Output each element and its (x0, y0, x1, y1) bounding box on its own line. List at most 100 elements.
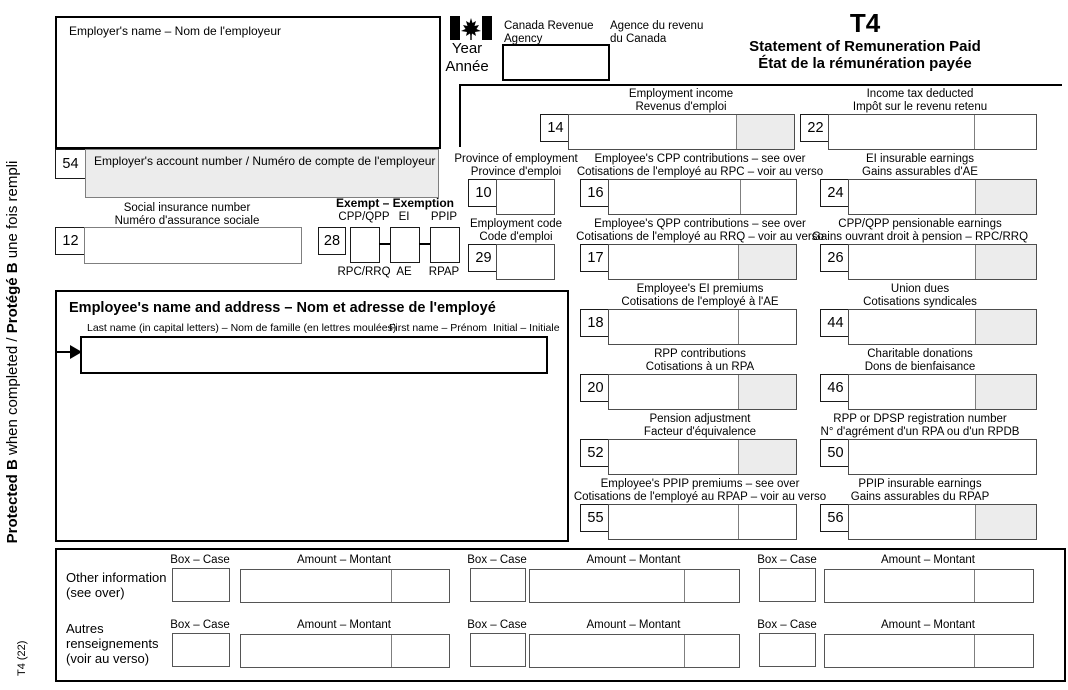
exempt-rpap-label: RPAP (428, 266, 460, 278)
box-16-number: 16 (580, 179, 611, 207)
amount-montant-label: Amount – Montant (881, 619, 975, 631)
other-amount-field-1-2[interactable] (529, 569, 740, 603)
box-24-amount-field[interactable] (848, 179, 1037, 215)
box-case-label: Box – Case (170, 554, 230, 566)
box-50-number: 50 (820, 439, 851, 467)
box-case-label: Box – Case (170, 619, 230, 631)
sin-field[interactable] (84, 227, 302, 264)
box-case-label: Box – Case (467, 619, 527, 631)
agency-name-en: Canada Revenue Agency (504, 20, 594, 45)
box-20-amount-field[interactable] (608, 374, 797, 410)
province-of-employment-field[interactable] (496, 179, 555, 215)
box-14-number: 14 (540, 114, 571, 142)
box-46-amount-field[interactable] (848, 374, 1037, 410)
other-amount-field-2-2[interactable] (529, 634, 740, 668)
other-box-field-2-1[interactable] (172, 633, 230, 667)
box-case-label: Box – Case (757, 619, 817, 631)
box-18-amount-field[interactable] (608, 309, 797, 345)
box-54-number: 54 (55, 149, 86, 179)
other-info-label-en: Other information (see over) (66, 570, 167, 600)
amount-montant-label: Amount – Montant (586, 554, 681, 566)
cents-area (975, 310, 1036, 344)
cents-divider (974, 115, 975, 149)
box-22-number: 22 (800, 114, 831, 142)
other-amount-field-1-3[interactable] (824, 569, 1034, 603)
box-44-amount-field[interactable] (848, 309, 1037, 345)
other-amount-field-1-1[interactable] (240, 569, 450, 603)
exempt-ae-label: AE (396, 266, 412, 278)
cents-divider (974, 635, 975, 667)
employee-name-field[interactable] (80, 336, 548, 374)
employer-name-box[interactable]: Employer's name – Nom de l'employeur (55, 16, 441, 149)
employment-code-field[interactable] (496, 244, 555, 280)
exempt-ei-label: EI (398, 211, 410, 223)
cents-divider (740, 180, 741, 214)
canada-flag-icon (450, 16, 492, 40)
amount-montant-label: Amount – Montant (881, 554, 975, 566)
other-box-field-1-2[interactable] (470, 568, 526, 602)
form-title-block: T4 Statement of Remuneration Paid État d… (715, 8, 1015, 72)
other-box-field-2-3[interactable] (759, 633, 816, 667)
box-22-amount-field[interactable] (828, 114, 1037, 150)
employee-name-arrow-icon (55, 351, 73, 353)
exempt-ei-checkbox[interactable] (390, 227, 420, 263)
other-amount-field-2-3[interactable] (824, 634, 1034, 668)
other-info-label-fr: Autres renseignements (voir au verso) (66, 621, 159, 666)
checkbox-connector (379, 243, 390, 245)
other-box-field-1-1[interactable] (172, 568, 230, 602)
cents-divider (391, 635, 392, 667)
first-name-label: First name – Prénom (389, 322, 488, 334)
employer-name-label: Employer's name – Nom de l'employeur (69, 24, 282, 38)
cents-divider (684, 635, 685, 667)
box-17-amount-field[interactable] (608, 244, 797, 280)
other-box-field-1-3[interactable] (759, 568, 816, 602)
box-55-amount-field[interactable] (608, 504, 797, 540)
exempt-ppip-checkbox[interactable] (430, 227, 460, 263)
cents-divider (974, 570, 975, 602)
box-18-number: 18 (580, 309, 611, 337)
employer-account-number-label: Employer's account number / Numéro de co… (94, 154, 436, 168)
box-14-amount-field[interactable] (568, 114, 795, 150)
cents-area (975, 375, 1036, 409)
box-case-label: Box – Case (757, 554, 817, 566)
box-16-amount-field[interactable] (608, 179, 797, 215)
amount-montant-label: Amount – Montant (297, 619, 391, 631)
cents-area (738, 440, 796, 474)
box-12-number: 12 (55, 227, 86, 255)
protected-b-notice: Protected B when completed / Protégé B u… (4, 160, 21, 544)
employee-address-box[interactable]: Employee's name and address – Nom et adr… (55, 290, 569, 542)
other-box-field-2-2[interactable] (470, 633, 526, 667)
employer-account-number-field[interactable]: Employer's account number / Numéro de co… (85, 149, 439, 198)
box-50-registration-field[interactable] (848, 439, 1037, 475)
box-case-label: Box – Case (467, 554, 527, 566)
form-title-fr: État de la rémunération payée (758, 55, 972, 72)
form-code: T4 (849, 8, 881, 38)
box-52-amount-field[interactable] (608, 439, 797, 475)
box-20-number: 20 (580, 374, 611, 402)
other-amount-field-2-1[interactable] (240, 634, 450, 668)
box-56-amount-field[interactable] (848, 504, 1037, 540)
employee-name-arrow-icon (70, 345, 82, 359)
form-title-en: Statement of Remuneration Paid (749, 38, 981, 55)
exempt-cppqpp-checkbox[interactable] (350, 227, 380, 263)
box-26-amount-field[interactable] (848, 244, 1037, 280)
exempt-rpcrrq-label: RPC/RRQ (337, 266, 391, 278)
year-field[interactable] (502, 44, 610, 81)
box-17-number: 17 (580, 244, 611, 272)
amount-montant-label: Amount – Montant (297, 554, 391, 566)
box-10-number: 10 (468, 179, 499, 207)
box-52-number: 52 (580, 439, 611, 467)
box-26-number: 26 (820, 244, 851, 272)
